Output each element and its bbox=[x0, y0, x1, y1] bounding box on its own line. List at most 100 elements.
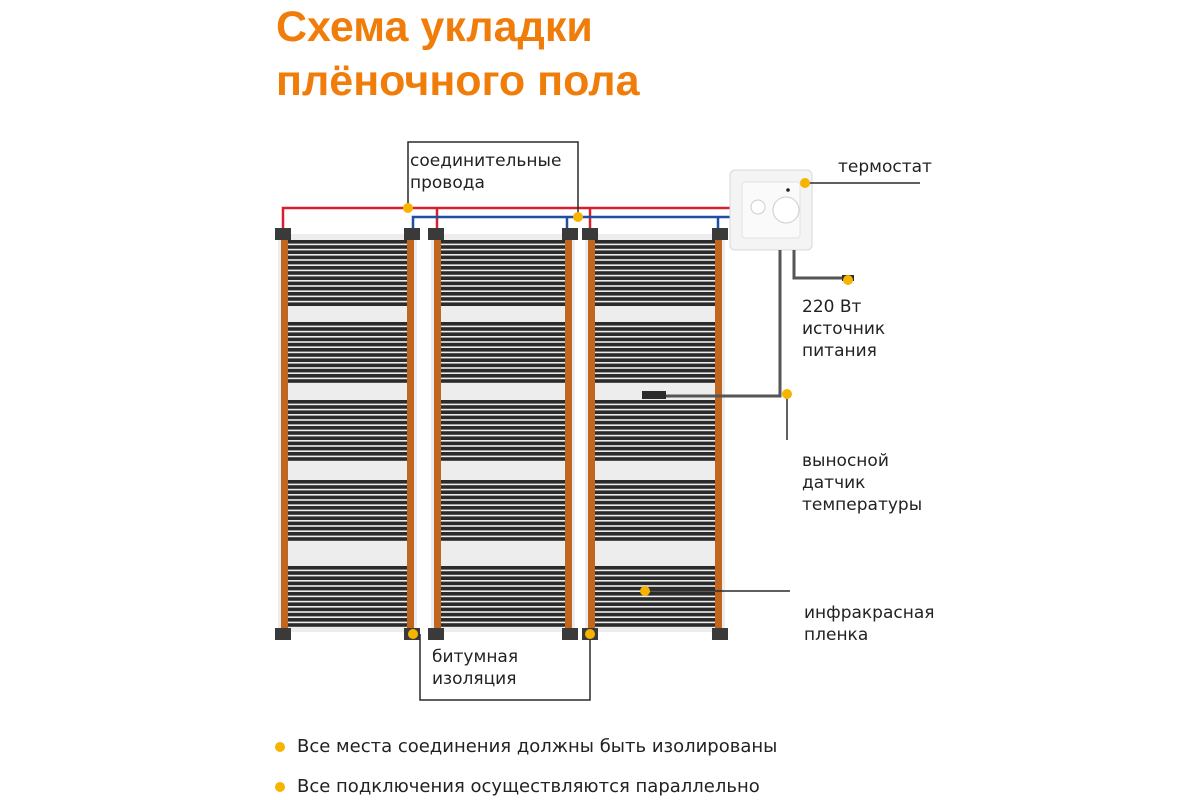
heating-stripe bbox=[594, 374, 716, 378]
thermostat-knob bbox=[772, 196, 800, 224]
heating-stripe bbox=[287, 500, 408, 505]
heating-stripe bbox=[594, 480, 716, 484]
heating-stripe bbox=[287, 363, 408, 368]
terminal-clip bbox=[428, 628, 444, 640]
heating-stripe bbox=[594, 441, 716, 446]
heating-stripe bbox=[287, 379, 408, 383]
title-line-2: плёночного пола bbox=[276, 57, 640, 105]
heating-stripe bbox=[440, 457, 566, 461]
heating-stripe bbox=[594, 255, 716, 260]
heating-stripe bbox=[594, 379, 716, 383]
heating-stripe bbox=[440, 240, 566, 244]
heating-stripe bbox=[287, 405, 408, 409]
heating-stripe bbox=[287, 495, 408, 500]
heating-stripe bbox=[440, 302, 566, 306]
heating-stripe bbox=[594, 276, 716, 280]
heating-stripe bbox=[440, 348, 566, 352]
heating-stripe bbox=[594, 332, 716, 336]
heating-stripe bbox=[594, 281, 716, 286]
heating-stripe bbox=[287, 537, 408, 541]
heating-stripe bbox=[287, 485, 408, 489]
marker-dot bbox=[573, 212, 583, 222]
heating-stripe bbox=[594, 260, 716, 265]
heating-stripe bbox=[594, 521, 716, 526]
heating-stripe bbox=[594, 297, 716, 301]
label-thermostat: термостат bbox=[838, 157, 932, 177]
label-line: питания bbox=[802, 341, 877, 361]
heating-stripe bbox=[287, 240, 408, 244]
heating-stripe bbox=[287, 576, 408, 580]
heating-stripe bbox=[440, 607, 566, 612]
heating-stripe bbox=[594, 571, 716, 575]
heating-stripe bbox=[440, 537, 566, 541]
heating-stripe bbox=[287, 511, 408, 515]
heating-stripe bbox=[440, 532, 566, 536]
copper-bus bbox=[715, 236, 722, 632]
marker-dot bbox=[585, 629, 595, 639]
heating-stripe bbox=[594, 363, 716, 368]
heating-stripe bbox=[594, 405, 716, 409]
sensor-probe bbox=[642, 391, 666, 399]
heating-stripe bbox=[440, 566, 566, 570]
heating-stripe bbox=[287, 353, 408, 357]
heating-stripe bbox=[287, 420, 408, 425]
copper-bus bbox=[588, 236, 595, 632]
marker-dot bbox=[403, 203, 413, 213]
label-line: изоляция bbox=[432, 669, 517, 689]
heating-stripe bbox=[287, 271, 408, 275]
heating-stripe bbox=[440, 485, 566, 489]
heating-stripe bbox=[594, 431, 716, 435]
heating-stripe bbox=[440, 353, 566, 357]
heating-stripe bbox=[594, 618, 716, 622]
heating-stripe bbox=[440, 276, 566, 280]
heating-stripe bbox=[440, 292, 566, 296]
heating-stripe bbox=[440, 446, 566, 451]
thermostat-switch bbox=[750, 199, 766, 215]
heating-stripe bbox=[287, 358, 408, 362]
heating-stripe bbox=[594, 302, 716, 306]
heating-stripe bbox=[440, 332, 566, 336]
heating-stripe bbox=[440, 618, 566, 622]
heating-stripe bbox=[594, 266, 716, 270]
heating-stripe bbox=[594, 322, 716, 326]
note-text: Все подключения осуществляются параллель… bbox=[297, 776, 760, 797]
heating-stripe bbox=[440, 592, 566, 596]
copper-bus bbox=[281, 236, 288, 632]
heating-stripe bbox=[287, 400, 408, 404]
heating-stripe bbox=[440, 342, 566, 347]
heating-stripe bbox=[594, 240, 716, 244]
heating-stripe bbox=[594, 420, 716, 425]
heating-stripe bbox=[440, 500, 566, 505]
heating-stripe bbox=[440, 266, 566, 270]
heating-stripe bbox=[287, 597, 408, 601]
marker-dot bbox=[408, 629, 418, 639]
heating-stripe bbox=[287, 302, 408, 306]
power-cable bbox=[792, 250, 845, 280]
heating-stripe bbox=[287, 441, 408, 446]
terminal-clip bbox=[275, 628, 291, 640]
copper-bus bbox=[434, 236, 441, 632]
title-line-1: Схема укладки bbox=[276, 3, 593, 51]
red-wire bbox=[281, 206, 740, 228]
label-line: соединительные bbox=[410, 151, 562, 171]
heating-stripe bbox=[440, 271, 566, 275]
heating-stripe bbox=[594, 452, 716, 456]
heating-stripe bbox=[440, 250, 566, 254]
heating-stripe bbox=[287, 255, 408, 260]
heating-stripe bbox=[594, 612, 716, 617]
heating-stripe bbox=[440, 368, 566, 373]
label-connecting-wires: соединительные провода bbox=[410, 150, 561, 194]
heating-stripe bbox=[594, 286, 716, 291]
heating-stripe bbox=[594, 327, 716, 331]
callout-wires bbox=[407, 141, 579, 217]
heating-stripe bbox=[287, 322, 408, 326]
terminal-clip bbox=[562, 228, 578, 240]
heating-stripe bbox=[440, 602, 566, 606]
label-line: температуры bbox=[802, 495, 923, 515]
heating-stripe bbox=[594, 592, 716, 596]
heating-stripe bbox=[440, 452, 566, 456]
heating-stripe bbox=[440, 480, 566, 484]
heating-stripe bbox=[594, 337, 716, 342]
heating-stripe bbox=[594, 426, 716, 430]
heating-stripe bbox=[440, 405, 566, 409]
